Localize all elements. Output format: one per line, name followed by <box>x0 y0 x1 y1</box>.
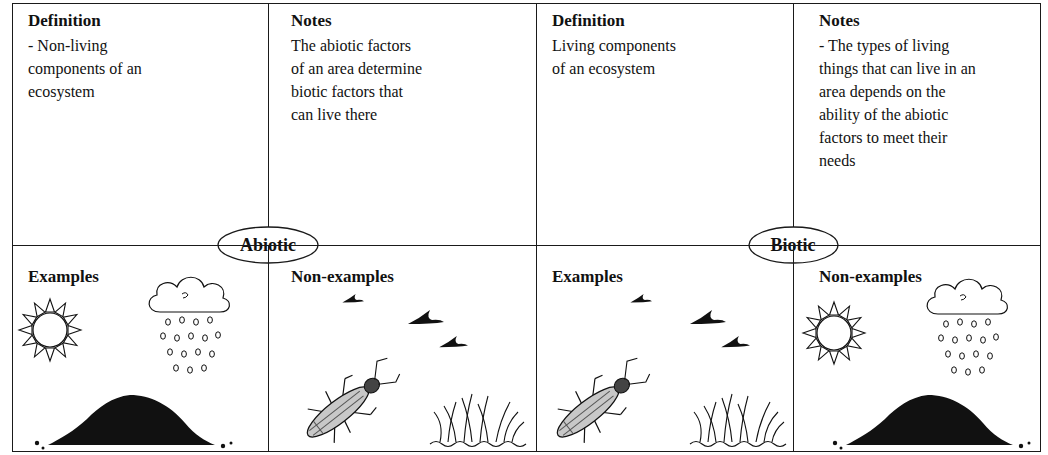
beetle-picture <box>543 349 659 455</box>
section-text: Living components of an ecosystem <box>552 34 680 80</box>
non-examples-box: Non-examples <box>268 245 537 452</box>
soil-picture <box>35 395 233 450</box>
grass-picture <box>690 394 786 447</box>
section-heading: Notes <box>291 10 528 32</box>
definition-box: DefinitionLiving components of an ecosys… <box>536 3 794 246</box>
bird-picture <box>690 310 726 324</box>
examples-box: Examples <box>536 245 794 452</box>
bird-picture <box>721 336 750 347</box>
section-text: - The types of living things that can li… <box>819 34 979 172</box>
section-text: - Non-living components of an ecosystem <box>28 34 158 103</box>
grass-picture <box>430 394 526 447</box>
sun-picture <box>803 302 865 364</box>
section-heading: Non-examples <box>819 266 1032 288</box>
beetle-picture <box>293 349 409 455</box>
section-heading: Notes <box>819 10 1032 32</box>
section-heading: Definition <box>552 10 785 32</box>
notes-box: Notes- The types of living things that c… <box>793 3 1041 246</box>
bird-picture <box>439 336 468 347</box>
section-heading: Examples <box>552 266 785 288</box>
examples-box: Examples <box>12 245 269 452</box>
notes-box: NotesThe abiotic factors of an area dete… <box>268 3 537 246</box>
sun-picture <box>19 299 81 361</box>
bird-picture <box>408 310 444 324</box>
bird-picture <box>630 294 652 302</box>
section-heading: Definition <box>28 10 260 32</box>
bird-picture <box>342 294 364 302</box>
non-examples-box: Non-examples <box>793 245 1041 452</box>
soil-picture <box>833 395 1031 450</box>
rain-cloud-picture <box>149 277 229 373</box>
definition-box: Definition- Non-living components of an … <box>12 3 269 246</box>
section-heading: Examples <box>28 266 260 288</box>
section-text: The abiotic factors of an area determine… <box>291 34 423 126</box>
section-heading: Non-examples <box>291 266 528 288</box>
rain-cloud-picture <box>927 279 1007 375</box>
